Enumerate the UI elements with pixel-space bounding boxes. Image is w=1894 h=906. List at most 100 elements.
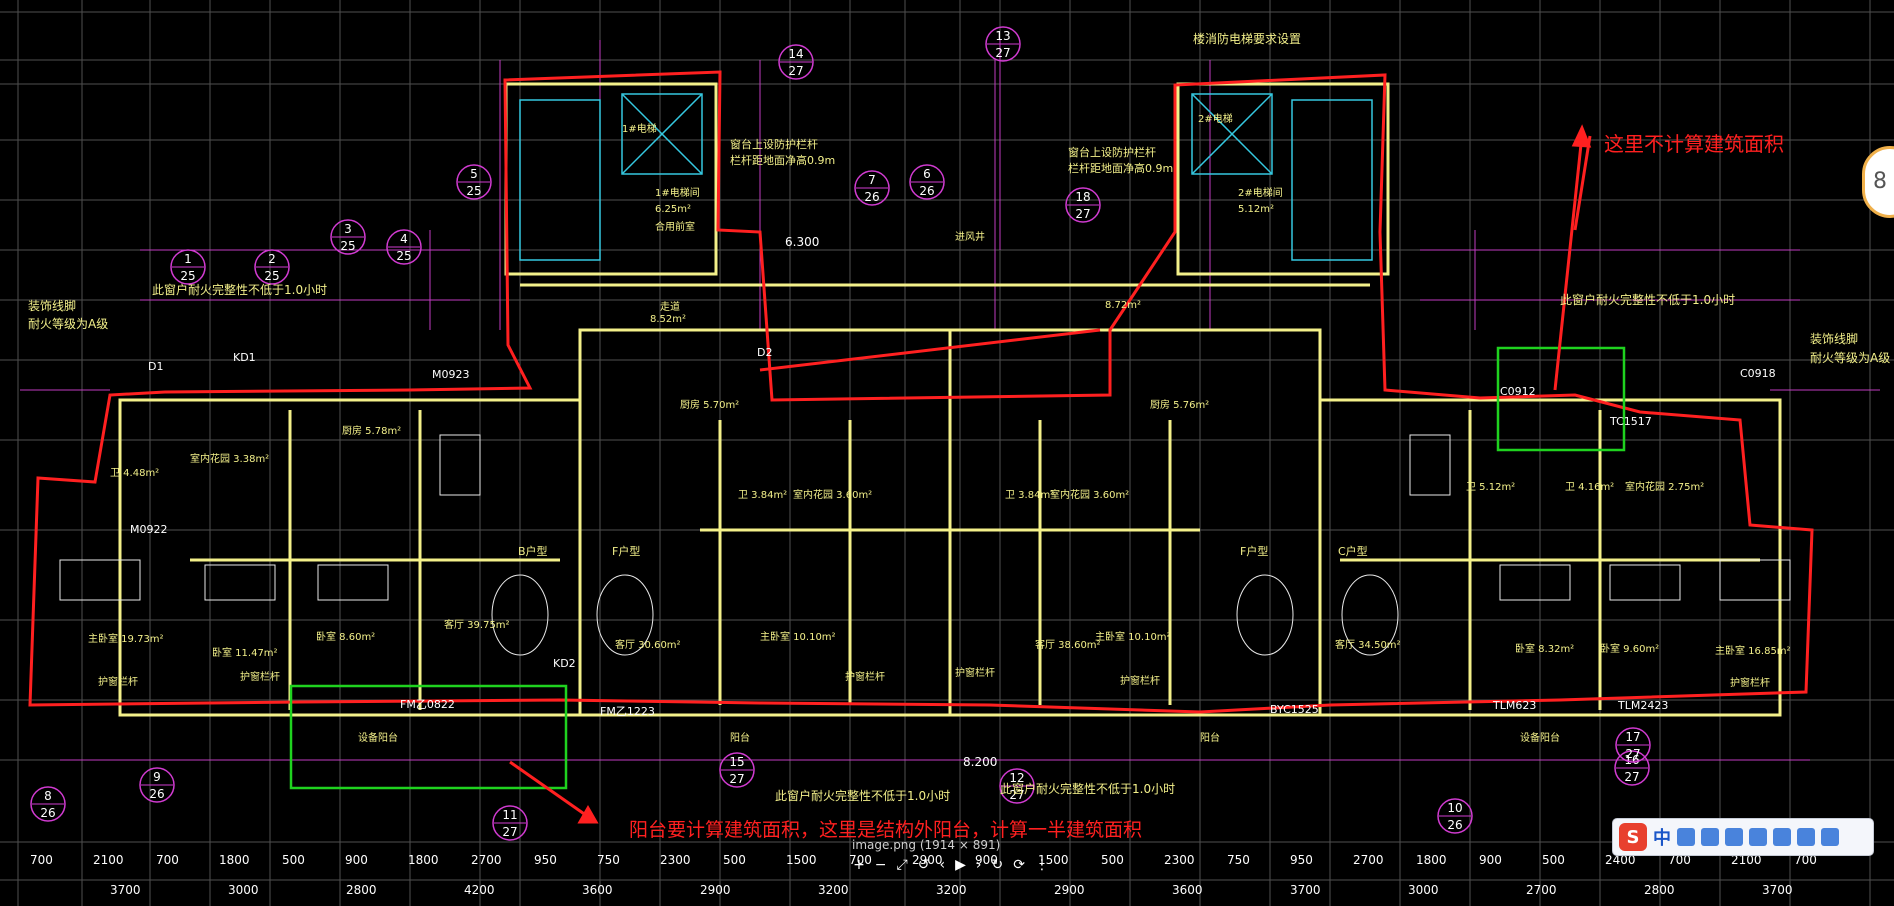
axis-tag-sheet: 27 — [729, 772, 744, 786]
viewer-control-button[interactable]: ⋮ — [1034, 857, 1049, 873]
furniture — [59, 434, 1791, 656]
room-label: 主卧室 19.73m² — [88, 632, 164, 645]
core-label: 1#电梯间 — [655, 186, 700, 199]
ime-language-toggle[interactable]: 中 — [1653, 828, 1671, 849]
bottom-dimension: 3600 — [582, 883, 613, 897]
stair-note: 栏杆距地面净高0.9m — [730, 153, 835, 167]
room-label: 室内花园 3.38m² — [190, 452, 269, 465]
unit-name: F户型 — [612, 544, 640, 558]
left-note: 装饰线脚 — [28, 298, 76, 313]
axis-tag-number: 17 — [1625, 730, 1640, 744]
microphone-icon[interactable] — [1725, 828, 1743, 846]
bottom-dimension: 2700 — [471, 853, 502, 867]
door-tag: M0922 — [130, 523, 168, 536]
bottom-dimension: 3000 — [228, 883, 259, 897]
bottom-dimension: 750 — [597, 853, 620, 867]
door-tag: C0912 — [1500, 385, 1536, 398]
axis-tag: 125 — [170, 249, 206, 285]
core-label: 合用前室 — [655, 220, 695, 233]
punctuation-icon[interactable] — [1677, 828, 1695, 846]
balcony-label: 阳台 — [730, 731, 750, 744]
axis-tag: 425 — [386, 229, 422, 265]
door-tag: KD2 — [553, 657, 576, 670]
bottom-dimension: 2300 — [660, 853, 691, 867]
core-label: 6.25m² — [655, 204, 691, 215]
ime-toolbar[interactable]: S 中 — [1612, 818, 1874, 856]
viewer-control-button[interactable]: ↻ — [991, 857, 1004, 873]
core-label: 2#电梯 — [1198, 112, 1233, 125]
door-tag: TC1517 — [1609, 415, 1652, 428]
axis-tag: 525 — [456, 164, 492, 200]
room-label: 主卧室 16.85m² — [1715, 644, 1791, 657]
bottom-dimension: 1500 — [786, 853, 817, 867]
bottom-dimension: 950 — [534, 853, 557, 867]
door-tag: M0923 — [432, 368, 470, 381]
core-label: 进风井 — [955, 230, 985, 243]
axis-tag-number: 3 — [344, 222, 352, 236]
room-label: 卫 5.12m² — [1466, 482, 1515, 493]
axis-tag-number: 4 — [400, 232, 408, 246]
viewer-control-button[interactable]: ↺ — [917, 857, 930, 873]
walls — [118, 82, 1782, 717]
door-tag: D2 — [757, 346, 772, 359]
bottom-dimension: 1800 — [408, 853, 439, 867]
balcony-label: 护窗栏杆 — [240, 670, 280, 683]
room-label: 客厅 30.60m² — [615, 638, 681, 651]
stair-note: 窗台上设防护栏杆 — [1068, 145, 1156, 159]
room-label: 主卧室 10.10m² — [760, 630, 836, 643]
axis-tag-sheet: 26 — [864, 190, 879, 204]
bottom-dimension: 700 — [1794, 853, 1817, 867]
axis-tag-number: 7 — [868, 173, 876, 187]
door-tag: D1 — [148, 360, 163, 373]
bottom-dimension: 3200 — [936, 883, 967, 897]
axis-tag-number: 13 — [995, 29, 1010, 43]
axis-tag-sheet: 25 — [264, 269, 279, 283]
unit-name: F户型 — [1240, 544, 1268, 558]
bottom-dimension: 950 — [1290, 853, 1313, 867]
viewer-control-button[interactable]: + — [853, 857, 865, 873]
viewer-control-button[interactable]: ⟳ — [1013, 857, 1025, 873]
right-note: 装饰线脚 — [1810, 331, 1858, 346]
bottom-dimension: 2800 — [1644, 883, 1675, 897]
core-label: 走道 — [660, 300, 680, 313]
door-tag: FM乙0822 — [400, 698, 455, 711]
axis-tag-number: 15 — [729, 755, 744, 769]
room-label: 卧室 9.60m² — [1600, 642, 1659, 655]
bottom-dimension: 900 — [975, 853, 998, 867]
bottom-dimension: 900 — [345, 853, 368, 867]
bottom-dimension: 3700 — [110, 883, 141, 897]
level-mark: 8.200 — [963, 755, 997, 769]
toolbox-icon[interactable] — [1821, 828, 1839, 846]
axis-tag: 726 — [854, 170, 890, 206]
axis-tag-sheet: 25 — [396, 249, 411, 263]
keyboard-icon[interactable] — [1749, 828, 1767, 846]
note-no-area: 这里不计算建筑面积 — [1604, 132, 1784, 156]
axis-tag-sheet: 25 — [466, 184, 481, 198]
user-icon[interactable] — [1773, 828, 1791, 846]
emoji-icon[interactable] — [1701, 828, 1719, 846]
viewer-control-button[interactable]: ‹ — [939, 857, 946, 873]
viewer-control-button[interactable]: › — [975, 857, 982, 873]
level-mark: 6.300 — [785, 235, 819, 249]
viewer-control-button[interactable]: ⤢ — [896, 857, 908, 873]
fire-window-note: 此窗户耐火完整性不低于1.0小时 — [775, 788, 950, 803]
bottom-dimension: 1800 — [219, 853, 250, 867]
viewer-control-button[interactable]: ▶ — [955, 857, 966, 873]
bottom-dimension: 4200 — [464, 883, 495, 897]
green-highlight-boxes — [289, 346, 1626, 790]
balcony-label: 设备阳台 — [1520, 731, 1560, 744]
bottom-dimension: 3600 — [1172, 883, 1203, 897]
image-viewer-toolbar: +−⤢ ↺ ‹ ▶ › ↻ ⟳ ⋮ — [826, 856, 1076, 874]
dimension-leaders — [20, 40, 1880, 761]
axis-tag: 325 — [330, 219, 366, 255]
skin-icon[interactable] — [1797, 828, 1815, 846]
fire-window-note: 此窗户耐火完整性不低于1.0小时 — [1560, 292, 1735, 307]
sogou-logo-icon[interactable]: S — [1619, 823, 1647, 851]
viewer-control-button[interactable]: − — [874, 857, 887, 873]
